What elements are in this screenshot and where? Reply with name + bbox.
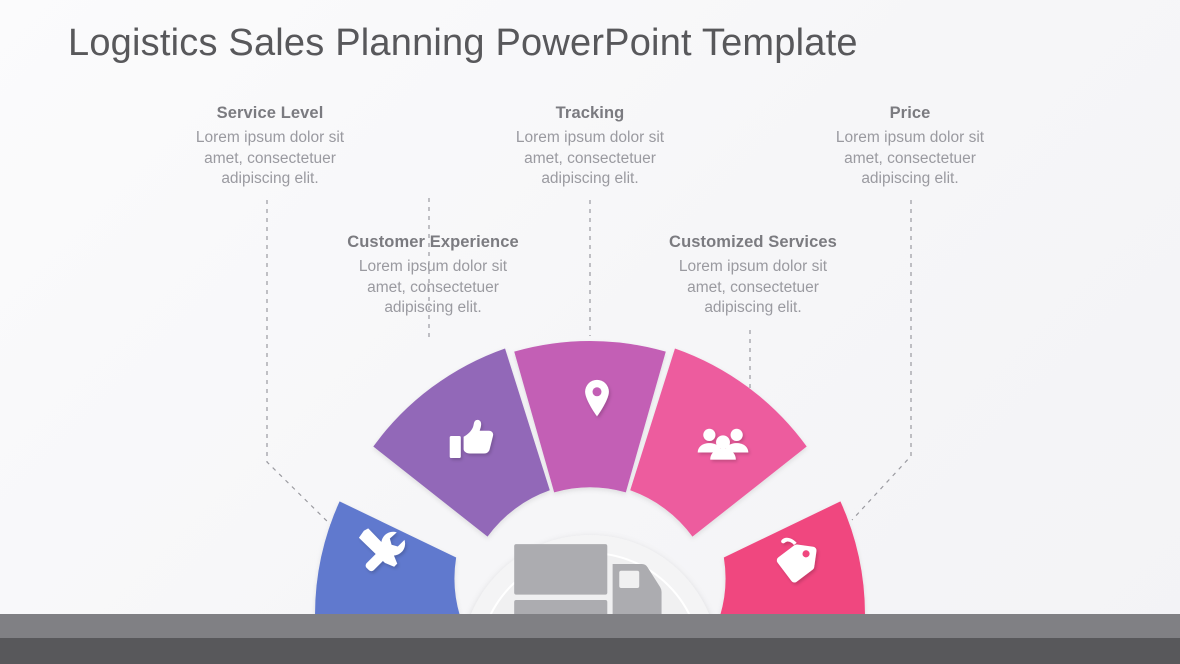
thumbs-up-icon [449,419,494,459]
segment-customer-experience[interactable] [373,348,550,537]
label-title-price: Price [889,104,931,122]
label-body-customer-experience: Lorem ipsum dolor sit amet, consectetuer a… [308,257,558,319]
label-line-1: Lorem ipsum dolor sit [358,258,508,275]
people-icon [697,428,749,460]
footer-bar-light [0,614,1180,638]
label-line-2: amet, consectetuer [687,278,819,296]
connector-service-level [266,200,334,528]
label-title-tracking: Tracking [555,104,625,122]
label-line-3: adipiscing elit. [221,170,319,188]
label-line-2: amet, consectetuer [844,149,976,167]
label-title-service-level: Service Level [216,104,324,122]
label-block-tracking[interactable]: Tracking Lorem ipsum dolor sit amet, cons… [470,104,710,190]
label-block-customized-services[interactable]: Customized Services Lorem ipsum dolor si… [628,233,878,319]
label-body-service-level: Lorem ipsum dolor sit amet, consectetuer a… [150,128,390,190]
price-tag-icon [776,537,817,583]
label-body-customized-services: Lorem ipsum dolor sit amet, consectetuer a… [628,257,878,319]
label-line-2: amet, consectetuer [367,278,499,296]
footer-bar-dark [0,638,1180,664]
connector-price [851,200,912,521]
label-block-price[interactable]: Price Lorem ipsum dolor sit amet, consect… [790,104,1030,190]
label-line-2: amet, consectetuer [524,149,656,167]
label-line-1: Lorem ipsum dolor sit [515,129,665,146]
tools-icon [358,528,406,572]
label-block-customer-experience[interactable]: Customer Experience Lorem ipsum dolor si… [308,233,558,319]
label-line-3: adipiscing elit. [384,299,482,317]
segment-tracking[interactable] [514,340,666,493]
label-title-customer-experience: Customer Experience [347,233,519,251]
label-line-2: amet, consectetuer [204,149,336,167]
label-line-1: Lorem ipsum dolor sit [835,129,985,146]
label-line-3: adipiscing elit. [861,170,959,188]
map-pin-icon [585,379,609,417]
label-title-customized-services: Customized Services [669,233,837,251]
label-line-3: adipiscing elit. [541,170,639,188]
label-line-1: Lorem ipsum dolor sit [195,129,345,146]
label-line-1: Lorem ipsum dolor sit [678,258,828,275]
label-block-service-level[interactable]: Service Level Lorem ipsum dolor sit amet,… [150,104,390,190]
label-line-3: adipiscing elit. [704,299,802,317]
label-body-tracking: Lorem ipsum dolor sit amet, consectetuer a… [470,128,710,190]
page-title: Logistics Sales Planning PowerPoint Temp… [68,22,858,64]
label-body-price: Lorem ipsum dolor sit amet, consectetuer a… [790,128,1030,190]
